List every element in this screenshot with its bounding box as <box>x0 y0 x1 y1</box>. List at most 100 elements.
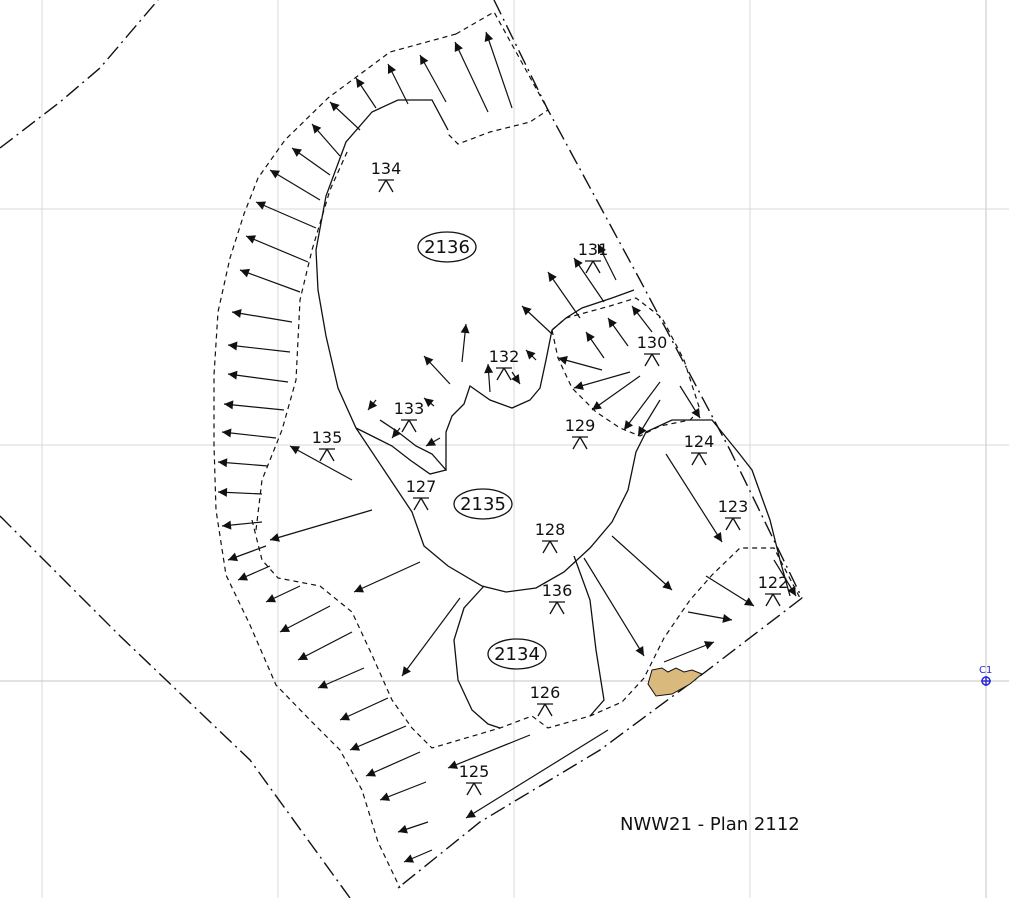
hachure-head <box>240 268 250 278</box>
hachure-head <box>222 428 232 438</box>
context-2135: 2135 <box>453 488 513 520</box>
hachure-head <box>592 401 602 410</box>
hachure-line <box>269 509 373 541</box>
hachure-head <box>354 584 365 593</box>
level-symbol <box>413 497 429 511</box>
hachure-head <box>598 244 607 255</box>
level-label: 129 <box>565 416 596 435</box>
hachure-head <box>266 594 277 603</box>
hachure-line <box>279 605 331 633</box>
hachure-line <box>289 445 353 481</box>
hachure-line <box>611 535 673 591</box>
level-label: 123 <box>718 497 749 516</box>
hachure-line <box>447 734 531 769</box>
hachure-line <box>245 235 309 263</box>
level-label: 133 <box>394 399 425 418</box>
hachure-line <box>239 269 301 293</box>
hachure-head <box>368 400 378 410</box>
deposit-patch <box>647 667 703 697</box>
hachure-head <box>426 437 437 446</box>
hachure-head <box>366 768 377 777</box>
hachure-line <box>227 344 291 353</box>
hachure-head <box>312 124 322 134</box>
hachure-head <box>270 170 281 179</box>
hachure-head <box>356 78 365 88</box>
hachure-head <box>228 341 238 351</box>
level-marker-135: 135 <box>312 428 343 462</box>
context-2136: 2136 <box>417 231 477 263</box>
hachure-head <box>511 374 520 384</box>
level-symbol <box>537 703 553 717</box>
hachure-line <box>591 375 641 411</box>
hachure-head <box>270 533 280 542</box>
hachure-head <box>574 258 583 268</box>
level-symbol <box>549 601 565 615</box>
level-symbol <box>725 517 741 531</box>
hachure-head <box>256 201 267 210</box>
level-marker-125: 125 <box>459 762 490 796</box>
hachure-head <box>526 350 536 360</box>
hachure-head <box>218 487 228 497</box>
level-marker-132: 132 <box>489 347 519 381</box>
level-marker-129: 129 <box>565 416 596 450</box>
level-symbol <box>378 179 394 193</box>
hachure-head <box>454 42 463 53</box>
hachures <box>217 31 797 863</box>
hachure-line <box>705 575 755 607</box>
hachure-head <box>380 792 391 801</box>
hachure-head <box>392 428 402 438</box>
hachure-head <box>318 680 329 689</box>
hachure-line <box>223 403 285 411</box>
hachure-head <box>713 531 722 542</box>
level-symbol <box>644 353 660 367</box>
hachure-head <box>388 64 397 75</box>
level-marker-123: 123 <box>718 497 749 531</box>
hachure-head <box>722 613 732 623</box>
level-symbol <box>765 593 781 607</box>
level-symbol <box>691 452 707 466</box>
hachure-head <box>228 370 238 380</box>
hachure-head <box>238 572 249 581</box>
hachure-head <box>340 712 351 721</box>
context-2134-label: 2134 <box>494 644 540 665</box>
hachure-head <box>574 381 584 390</box>
hachure-head <box>398 824 408 834</box>
hachure-line <box>227 373 289 383</box>
outer-cut-edge-top <box>445 11 549 145</box>
cut-edges <box>315 99 791 729</box>
hachure-head <box>218 458 228 468</box>
hachure-line <box>665 453 723 543</box>
outer-cut-edge <box>213 33 457 889</box>
grid-point-label: C1 <box>979 665 992 676</box>
hachure-line <box>231 311 293 323</box>
hachure-head <box>484 32 494 42</box>
level-symbol <box>401 419 417 433</box>
level-label: 135 <box>312 428 343 447</box>
level-marker-126: 126 <box>530 683 561 717</box>
hachure-line <box>221 431 277 439</box>
hachure-head <box>404 854 415 863</box>
hachure-head <box>330 102 340 112</box>
hachure-head <box>290 446 301 455</box>
hachure-head <box>350 742 361 751</box>
hachure-head <box>224 400 234 410</box>
level-marker-134: 134 <box>371 159 401 193</box>
hachure-head <box>691 407 700 418</box>
hachure-head <box>632 306 642 316</box>
hachure-head <box>292 148 302 157</box>
hachure-head <box>787 585 796 596</box>
excavation-limits <box>0 0 803 898</box>
hachure-line <box>297 631 353 661</box>
level-label: 125 <box>459 762 490 781</box>
level-label: 126 <box>530 683 561 702</box>
level-marker-131: 131 <box>578 240 608 274</box>
hachure-head <box>548 272 557 282</box>
context-2134: 2134 <box>487 638 547 670</box>
level-marker-133: 133 <box>394 399 425 433</box>
hachure-head <box>638 425 647 436</box>
hachure-head <box>424 356 434 366</box>
hachure-head <box>222 520 232 530</box>
hachure-head <box>743 597 754 606</box>
